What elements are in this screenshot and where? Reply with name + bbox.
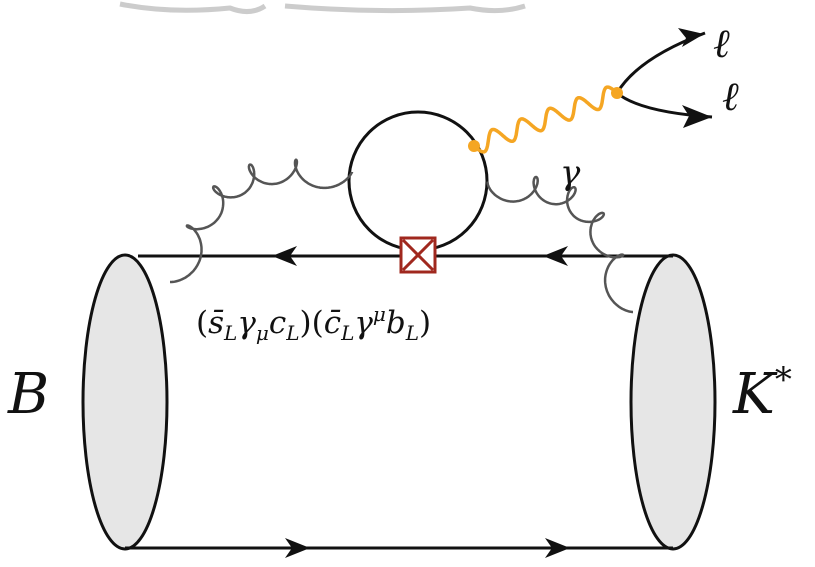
gluon-right xyxy=(488,177,633,312)
top-edge-texture xyxy=(120,4,525,12)
kstar-meson-label: K* xyxy=(732,360,792,427)
photon-line xyxy=(474,87,617,152)
charm-loop xyxy=(349,112,487,250)
photon-label: γ xyxy=(560,153,581,193)
kstar-meson-blob xyxy=(631,255,715,549)
operator-expression: (s̄LγμcL)(c̄LγμbL) xyxy=(196,302,431,345)
photon-vertex-leptons xyxy=(611,87,623,99)
gluon-left xyxy=(170,160,352,282)
lepton-label-bottom: ℓ xyxy=(722,74,739,120)
lepton-line-top xyxy=(617,33,705,93)
operator-insertion xyxy=(401,238,435,272)
lepton-arrow-bottom xyxy=(682,105,712,128)
lepton-label-top: ℓ xyxy=(713,21,730,67)
photon-vertex-loop xyxy=(468,140,480,152)
b-meson-blob xyxy=(83,255,167,549)
b-meson-label: B xyxy=(7,362,49,427)
